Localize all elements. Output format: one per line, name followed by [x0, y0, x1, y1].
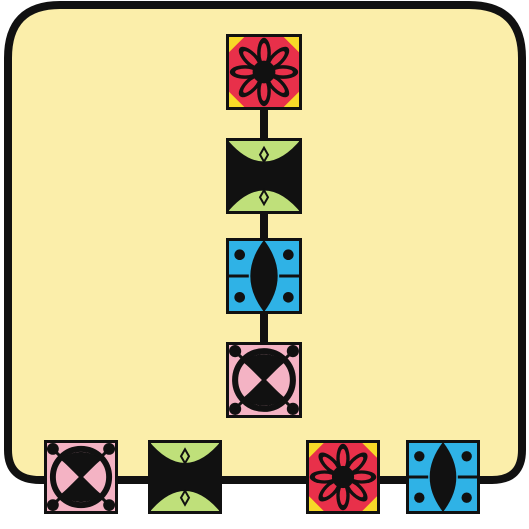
tile-row-lime-hourglass[interactable] [148, 440, 222, 514]
tile-row-blue-lens[interactable] [406, 440, 480, 514]
tile-blue-lens[interactable] [226, 238, 302, 314]
tile-row-flower[interactable] [306, 440, 380, 514]
tile-pink-ring[interactable] [226, 342, 302, 418]
tile-flower-top[interactable] [226, 34, 302, 110]
tile-row-pink-ring[interactable] [44, 440, 118, 514]
tile-lime-hourglass[interactable] [226, 138, 302, 214]
